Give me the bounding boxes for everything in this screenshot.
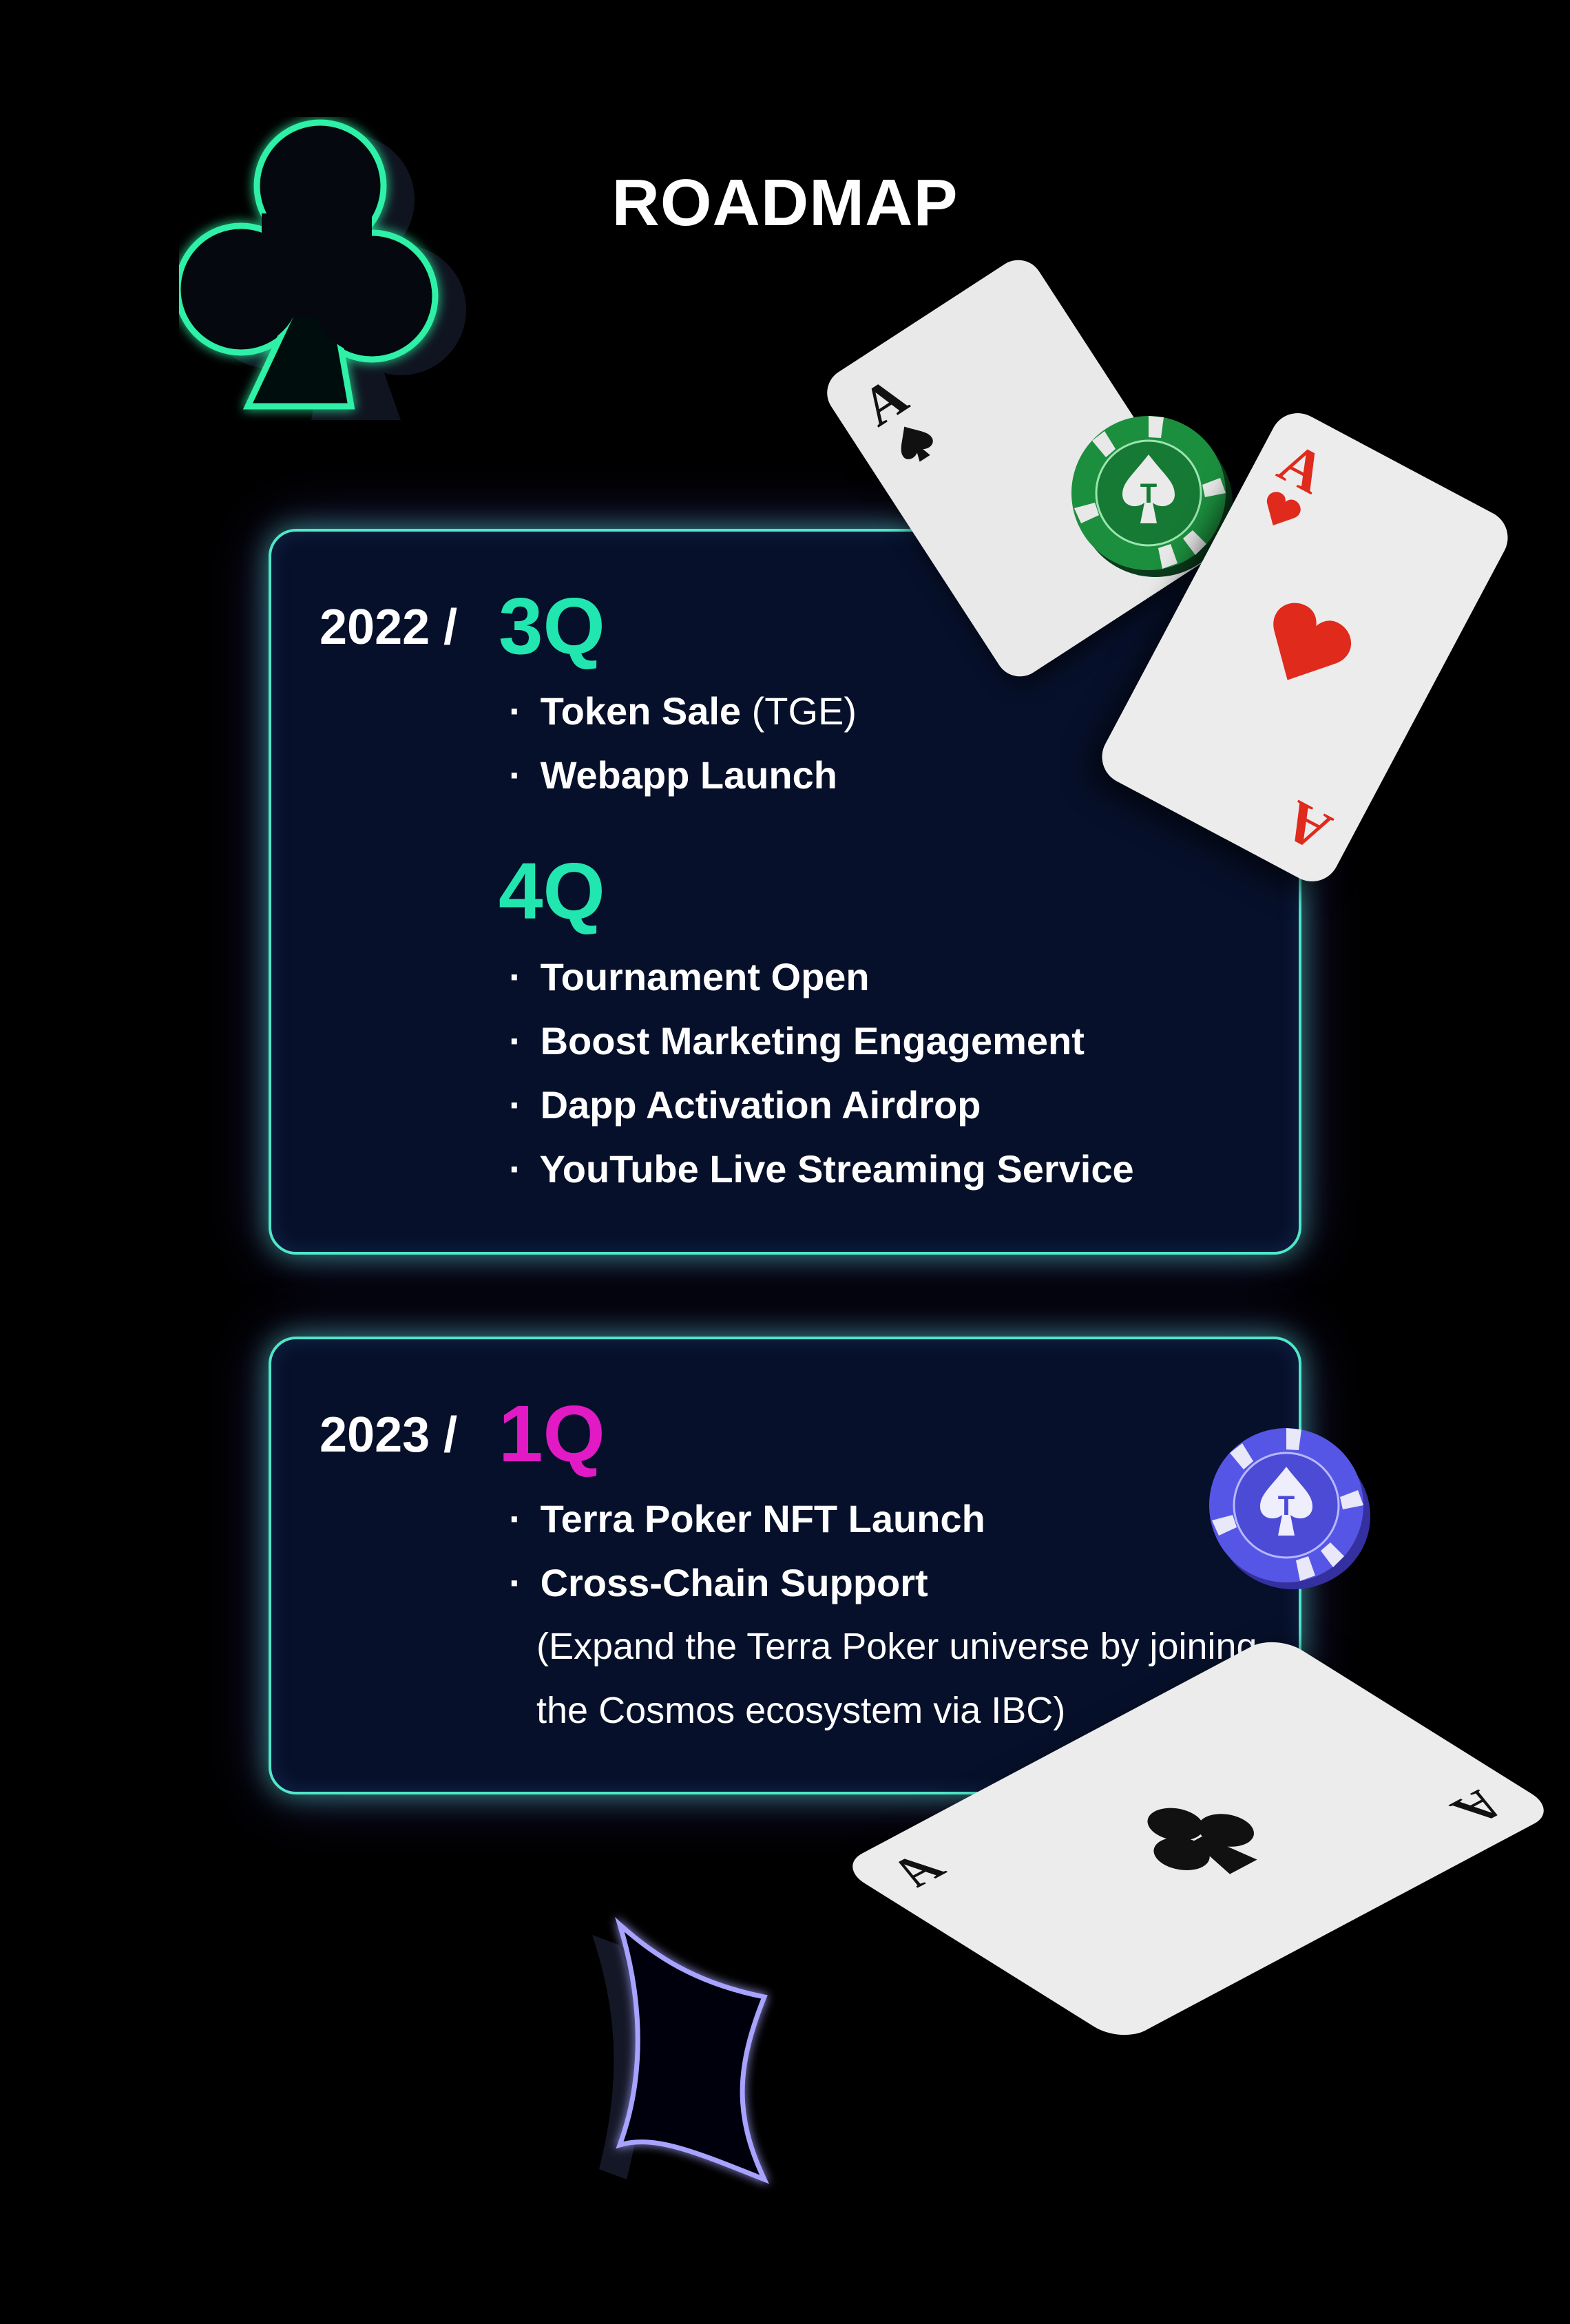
list-item: · Tournament Open xyxy=(509,954,870,999)
item-text: Webapp Launch xyxy=(540,753,837,797)
item-description: the Cosmos ecosystem via IBC) xyxy=(536,1690,1066,1731)
bullet: · xyxy=(509,1497,522,1540)
bullet: · xyxy=(509,689,522,733)
item-text: Cross-Chain Support xyxy=(540,1561,928,1604)
item-text: Dapp Activation Airdrop xyxy=(540,1083,981,1127)
year-label: 2022 / xyxy=(320,600,458,655)
card-rank: A xyxy=(876,1845,959,1895)
roadmap-panel-2022: 2022 / 3Q · Token Sale (TGE) · Webapp La… xyxy=(269,529,1301,1255)
bullet: · xyxy=(509,1083,522,1127)
quarter-label: 3Q xyxy=(499,581,605,671)
svg-text:T: T xyxy=(1278,1491,1295,1521)
item-text: Tournament Open xyxy=(540,955,870,998)
list-item: · Cross-Chain Support xyxy=(509,1560,928,1605)
club-icon xyxy=(1147,1808,1257,1874)
quarter-label: 1Q xyxy=(499,1389,605,1478)
ace-of-hearts-card: A A xyxy=(1092,403,1518,892)
heart-icon xyxy=(1266,492,1301,525)
list-item: · Webapp Launch xyxy=(509,753,837,797)
ace-of-spades-card: A xyxy=(817,250,1221,687)
bullet: · xyxy=(509,1561,522,1604)
spade-icon xyxy=(901,426,933,462)
neon-diamond-icon xyxy=(592,1916,769,2184)
card-rank: A xyxy=(1437,1782,1520,1832)
item-text: Boost Marketing Engagement xyxy=(540,1019,1085,1062)
heart-icon xyxy=(1273,603,1352,680)
year-label: 2023 / xyxy=(320,1407,458,1463)
bullet: · xyxy=(509,753,522,797)
item-description: (Expand the Terra Poker universe by join… xyxy=(536,1626,1257,1667)
item-text: YouTube Live Streaming Service xyxy=(539,1147,1134,1191)
list-item: · Dapp Activation Airdrop xyxy=(509,1082,981,1127)
page-title: ROADMAP xyxy=(611,166,959,240)
purple-poker-chip-icon: T xyxy=(1209,1428,1370,1589)
svg-text:T: T xyxy=(1140,479,1157,509)
list-item: · YouTube Live Streaming Service xyxy=(509,1147,1134,1191)
bullet: · xyxy=(509,955,522,998)
item-note: (TGE) xyxy=(751,689,857,733)
quarter-label: 4Q xyxy=(499,846,605,936)
neon-club-icon xyxy=(179,119,466,420)
list-item: · Boost Marketing Engagement xyxy=(509,1018,1085,1063)
list-item: · Token Sale (TGE) xyxy=(509,689,857,733)
green-poker-chip-icon: T xyxy=(1071,416,1233,577)
card-rank: A xyxy=(1274,788,1341,865)
list-item: · Terra Poker NFT Launch xyxy=(509,1496,985,1541)
bullet: · xyxy=(509,1147,522,1191)
bullet: · xyxy=(509,1019,522,1062)
item-text: Token Sale xyxy=(540,689,742,733)
item-text: Terra Poker NFT Launch xyxy=(540,1497,985,1540)
ace-of-clubs-card: A A xyxy=(837,1633,1559,2044)
